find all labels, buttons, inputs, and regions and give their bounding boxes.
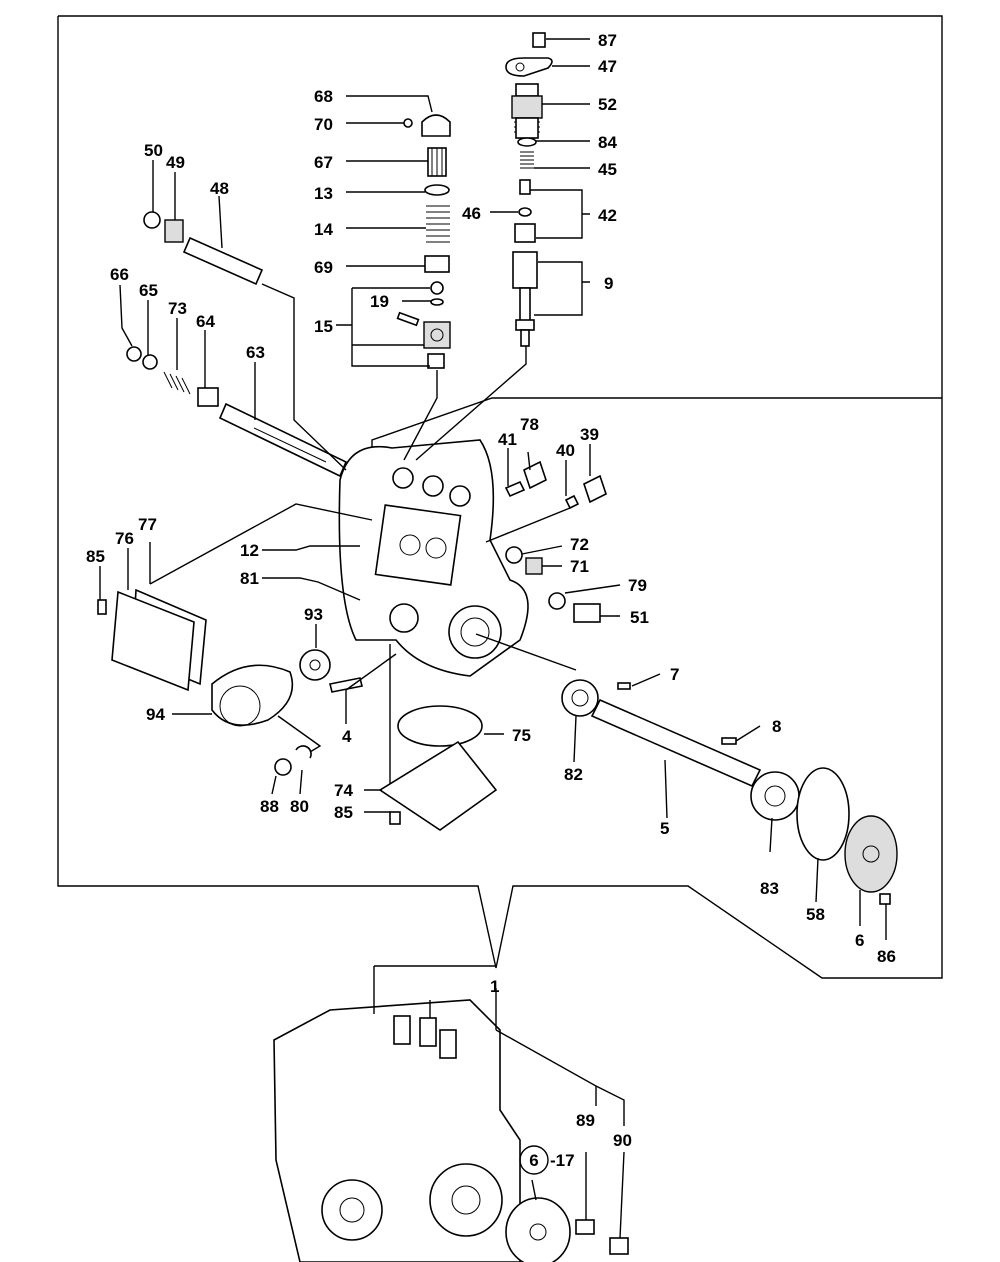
callout-77: 77 <box>138 515 157 534</box>
callout-82: 82 <box>564 765 583 784</box>
callout-94: 94 <box>146 705 165 724</box>
control-sleeve-stack <box>396 114 451 369</box>
reference-circle-number: 6 <box>529 1151 538 1170</box>
callout-89: 89 <box>576 1111 595 1130</box>
pump-assembly-1 <box>273 999 629 1262</box>
callout-labels: 87 47 52 84 45 42 46 9 68 70 67 13 14 69… <box>86 31 896 1150</box>
callout-52: 52 <box>598 95 617 114</box>
callout-76: 76 <box>115 529 134 548</box>
callout-68: 68 <box>314 87 333 106</box>
callout-86: 86 <box>877 947 896 966</box>
callout-90: 90 <box>613 1131 632 1150</box>
callout-19: 19 <box>370 292 389 311</box>
callout-70: 70 <box>314 115 333 134</box>
right-parts <box>504 460 898 905</box>
callout-1: 1 <box>490 977 499 996</box>
callout-66: 66 <box>110 265 129 284</box>
leader-lines <box>99 38 887 1239</box>
callout-50: 50 <box>144 141 163 160</box>
callout-9: 9 <box>604 274 613 293</box>
pump-housing <box>338 439 529 677</box>
callout-75: 75 <box>512 726 531 745</box>
callout-51: 51 <box>630 608 649 627</box>
callout-74: 74 <box>334 781 353 800</box>
callout-85-bottom: 85 <box>334 803 353 822</box>
delivery-valve-stack <box>505 32 553 347</box>
callout-81: 81 <box>240 569 259 588</box>
callout-41: 41 <box>498 430 517 449</box>
callout-12: 12 <box>240 541 259 560</box>
callout-48: 48 <box>210 179 229 198</box>
callout-14: 14 <box>314 220 333 239</box>
callout-39: 39 <box>580 425 599 444</box>
callout-87: 87 <box>598 31 617 50</box>
callout-83: 83 <box>760 879 779 898</box>
callout-8: 8 <box>772 717 781 736</box>
callout-40: 40 <box>556 441 575 460</box>
reference-suffix: -17 <box>550 1151 575 1170</box>
callout-45: 45 <box>598 160 617 179</box>
callout-67: 67 <box>314 153 333 172</box>
callout-65: 65 <box>139 281 158 300</box>
callout-79: 79 <box>628 576 647 595</box>
callout-72: 72 <box>570 535 589 554</box>
callout-47: 47 <box>598 57 617 76</box>
callout-85-top: 85 <box>86 547 105 566</box>
callout-49: 49 <box>166 153 185 172</box>
callout-69: 69 <box>314 258 333 277</box>
callout-42: 42 <box>598 206 617 225</box>
callout-15: 15 <box>314 317 333 336</box>
callout-73: 73 <box>168 299 187 318</box>
callout-71: 71 <box>570 557 589 576</box>
governor-parts <box>126 211 348 478</box>
callout-64: 64 <box>196 312 215 331</box>
callout-63: 63 <box>246 343 265 362</box>
callout-4: 4 <box>342 727 352 746</box>
callout-93: 93 <box>304 605 323 624</box>
callout-78: 78 <box>520 415 539 434</box>
callout-7: 7 <box>670 665 679 684</box>
callout-46: 46 <box>462 204 481 223</box>
callout-84: 84 <box>598 133 617 152</box>
callout-80: 80 <box>290 797 309 816</box>
callout-58: 58 <box>806 905 825 924</box>
callout-6: 6 <box>855 931 864 950</box>
reference-marker: 6 -17 <box>519 1145 575 1175</box>
callout-13: 13 <box>314 184 333 203</box>
callout-88: 88 <box>260 797 279 816</box>
callout-5: 5 <box>660 819 669 838</box>
lower-parts <box>97 588 498 831</box>
